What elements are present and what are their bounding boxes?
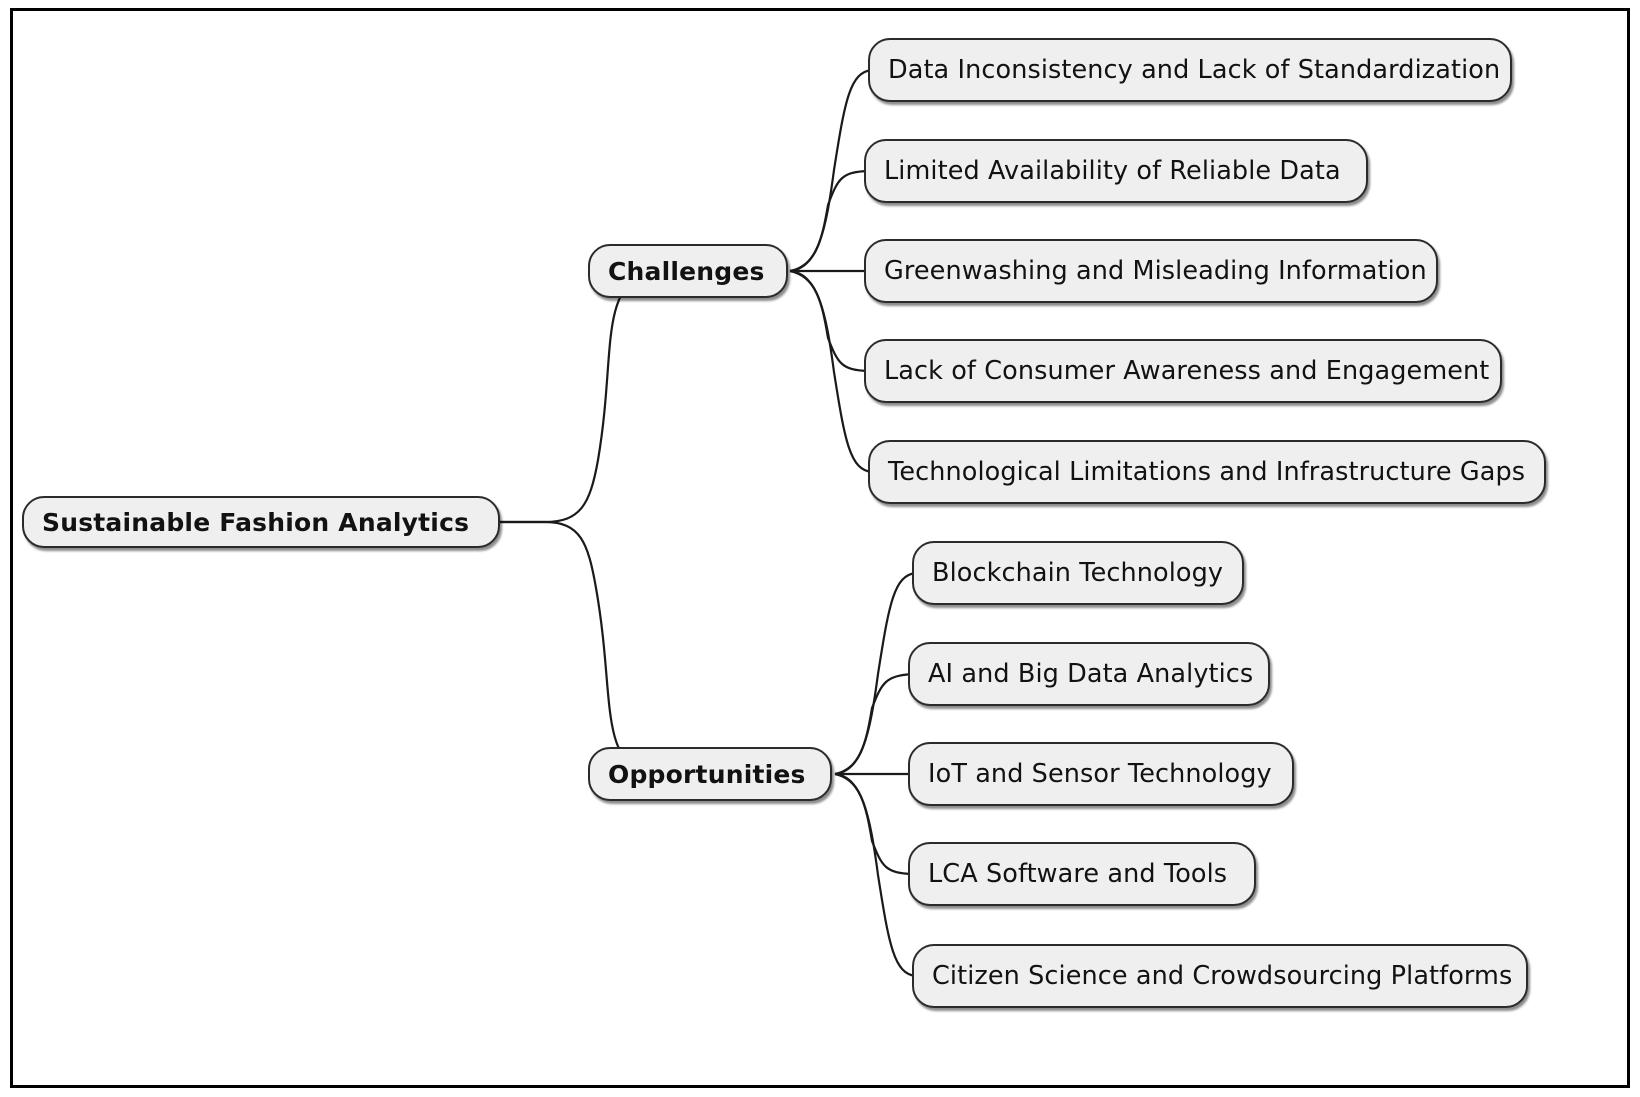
node-leaf-iot-sensor[interactable]: IoT and Sensor Technology — [908, 742, 1294, 806]
edge-opportunities-to-leaf-2 — [834, 672, 913, 776]
edge-opportunities-to-leaf-5 — [834, 772, 917, 978]
node-leaf-consumer-awareness[interactable]: Lack of Consumer Awareness and Engagemen… — [864, 339, 1502, 403]
node-root-label: Sustainable Fashion Analytics — [42, 507, 470, 537]
node-leaf-limited-availability[interactable]: Limited Availability of Reliable Data — [864, 139, 1368, 203]
edge-opportunities-to-leaf-4 — [834, 772, 913, 876]
node-leaf-lca-software[interactable]: LCA Software and Tools — [908, 842, 1256, 906]
node-leaf-citizen-science[interactable]: Citizen Science and Crowdsourcing Platfo… — [912, 944, 1528, 1008]
node-leaf-label: IoT and Sensor Technology — [928, 759, 1272, 789]
node-leaf-blockchain[interactable]: Blockchain Technology — [912, 541, 1244, 605]
node-root[interactable]: Sustainable Fashion Analytics — [22, 496, 500, 548]
node-leaf-label: Limited Availability of Reliable Data — [884, 156, 1341, 186]
node-leaf-label: Data Inconsistency and Lack of Standardi… — [888, 55, 1501, 85]
edge-challenges-to-leaf-5 — [789, 269, 873, 474]
node-leaf-label: AI and Big Data Analytics — [928, 659, 1254, 689]
node-branch-opportunities-label: Opportunities — [608, 759, 806, 789]
edge-challenges-to-leaf-1 — [789, 68, 873, 273]
node-leaf-label: Citizen Science and Crowdsourcing Platfo… — [932, 961, 1513, 991]
node-leaf-label: Greenwashing and Misleading Information — [884, 256, 1427, 286]
node-leaf-technological-limitations[interactable]: Technological Limitations and Infrastruc… — [868, 440, 1546, 504]
edge-root-to-challenges — [500, 269, 689, 524]
edge-challenges-to-leaf-2 — [789, 169, 869, 273]
node-branch-opportunities[interactable]: Opportunities — [588, 747, 832, 801]
node-leaf-label: LCA Software and Tools — [928, 859, 1228, 889]
edge-root-to-opportunities — [500, 520, 691, 776]
node-leaf-label: Technological Limitations and Infrastruc… — [888, 457, 1526, 487]
node-leaf-label: Blockchain Technology — [932, 558, 1224, 588]
node-leaf-data-inconsistency[interactable]: Data Inconsistency and Lack of Standardi… — [868, 38, 1512, 102]
edge-opportunities-to-leaf-1 — [834, 571, 917, 776]
node-branch-challenges[interactable]: Challenges — [588, 244, 788, 298]
node-leaf-greenwashing[interactable]: Greenwashing and Misleading Information — [864, 239, 1438, 303]
node-branch-challenges-label: Challenges — [608, 256, 765, 286]
edge-challenges-to-leaf-4 — [789, 269, 869, 373]
node-leaf-ai-big-data[interactable]: AI and Big Data Analytics — [908, 642, 1270, 706]
node-leaf-label: Lack of Consumer Awareness and Engagemen… — [884, 356, 1490, 386]
